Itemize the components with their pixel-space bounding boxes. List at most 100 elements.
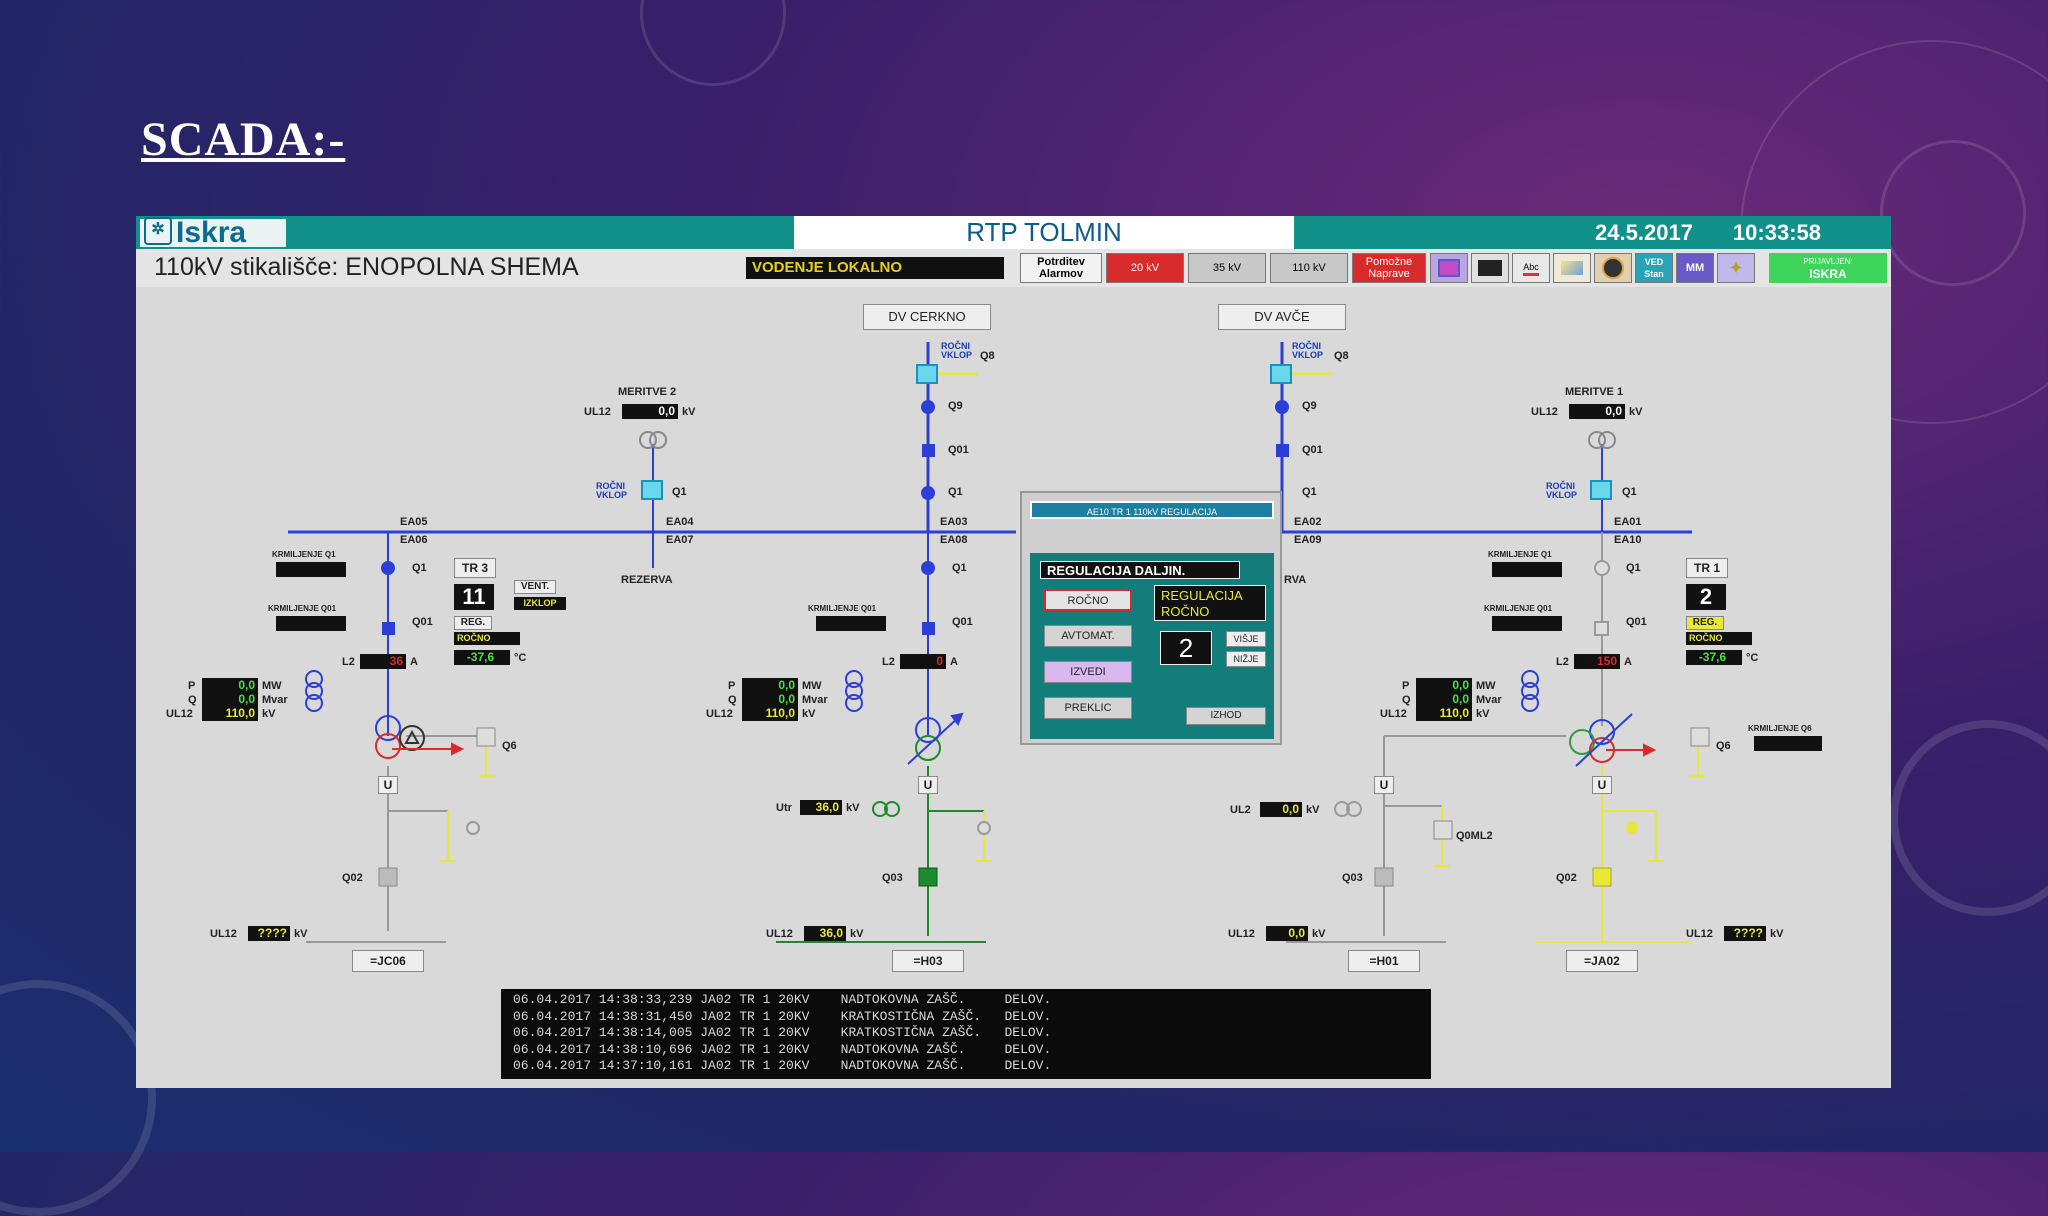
feeder-avce-button[interactable]: DV AVČE	[1218, 304, 1346, 330]
tr1-temperature-value: -37,6	[1686, 650, 1742, 665]
kv35-button[interactable]: 35 kV	[1188, 253, 1266, 283]
l2-label: L2	[882, 656, 895, 668]
ack-alarms-button[interactable]: Potrditev Alarmov	[1020, 253, 1102, 283]
mm-icon[interactable]: MM	[1676, 253, 1714, 283]
izhod-button[interactable]: IZHOD	[1186, 707, 1266, 725]
bay-h03-button[interactable]: =H03	[892, 950, 964, 972]
regulation-panel: REGULACIJA DALJIN. ROČNO AVTOMAT. IZVEDI…	[1030, 553, 1274, 739]
q1-label: Q1	[1302, 486, 1317, 498]
u-button[interactable]: U	[1592, 776, 1612, 794]
tr3-button[interactable]: TR 3	[454, 558, 496, 578]
aux-devices-button[interactable]: Pomožne Naprave	[1352, 253, 1426, 283]
rocno-vklop-label: ROČNI VKLOP	[596, 481, 628, 500]
a-unit: A	[950, 656, 958, 668]
login-label: PRIJAVLJEN:	[1803, 257, 1853, 266]
feeder-cerkno-button[interactable]: DV CERKNO	[863, 304, 991, 330]
bay-jc06-button[interactable]: =JC06	[352, 950, 424, 972]
logo-text: Iskra	[176, 216, 247, 249]
tr3-vent-button[interactable]: VENT.	[514, 580, 556, 594]
ul12-label: UL12	[1531, 406, 1558, 418]
kv110-button[interactable]: 110 kV	[1270, 253, 1348, 283]
network-icon[interactable]	[1430, 253, 1468, 283]
regulation-status: REGULACIJA ROČNO	[1154, 585, 1266, 621]
kv-unit: kV	[850, 928, 864, 940]
abc-label: Abc	[1523, 261, 1539, 276]
meritve2-label: MERITVE 2	[618, 386, 677, 398]
krmiljenje-q01-display[interactable]	[276, 616, 346, 631]
visje-button[interactable]: VIŠJE	[1226, 631, 1266, 647]
tr1-l2-current-value: 150	[1574, 654, 1620, 669]
screen-title: 110kV stikališče: ENOPOLNA SHEMA	[154, 253, 579, 281]
izvedi-button[interactable]: IZVEDI	[1044, 661, 1132, 683]
tr3-ul12-value: 110,0	[202, 706, 258, 721]
ved-icon[interactable]: VED Stan	[1635, 253, 1673, 283]
chart-icon[interactable]	[1553, 253, 1591, 283]
event-log-row: 06.04.2017 14:38:10,696 JA02 TR 1 20KV N…	[513, 1041, 1052, 1057]
mvar-unit: Mvar	[1476, 694, 1502, 706]
alarm-list-icon[interactable]: Abc	[1512, 253, 1550, 283]
kv-unit: kV	[294, 928, 308, 940]
kv-unit: kV	[1629, 406, 1643, 418]
nizje-button[interactable]: NIŽJE	[1226, 651, 1266, 667]
kv-unit: kV	[1476, 708, 1490, 720]
mw-unit: MW	[1476, 680, 1496, 692]
ea07-label: EA07	[666, 534, 694, 546]
krmiljenje-q1-display[interactable]	[1492, 562, 1562, 577]
iskra-logo-icon: ✲	[144, 217, 172, 246]
kv-unit: kV	[682, 406, 696, 418]
q01-label: Q01	[412, 616, 433, 628]
q1-label: Q1	[952, 562, 967, 574]
tr3-q-value: 0,0	[202, 692, 258, 707]
krmiljenje-q01-display[interactable]	[1492, 616, 1562, 631]
q1-label: Q1	[672, 486, 687, 498]
background-decoration-circle	[0, 980, 156, 1216]
q-label: Q	[728, 694, 737, 706]
u-button[interactable]: U	[1374, 776, 1394, 794]
tr2-out-ul12-value: 36,0	[804, 926, 846, 941]
tr1-p-value: 0,0	[1416, 678, 1472, 693]
regulation-tap-position: 2	[1160, 631, 1212, 665]
ul12-label: UL12	[766, 928, 793, 940]
mm-label: MM	[1685, 262, 1705, 274]
krmiljenje-q01-label: KRMILJENJE Q01	[808, 604, 877, 613]
q1-label: Q1	[1626, 562, 1641, 574]
bay-h01-button[interactable]: =H01	[1348, 950, 1420, 972]
mvar-unit: Mvar	[262, 694, 288, 706]
kv20-button[interactable]: 20 kV	[1106, 253, 1184, 283]
ea05-label: EA05	[400, 516, 428, 528]
tr1-button[interactable]: TR 1	[1686, 558, 1728, 578]
person-icon[interactable]	[1594, 253, 1632, 283]
avtomat-button[interactable]: AVTOMAT.	[1044, 625, 1132, 647]
l2-label: L2	[342, 656, 355, 668]
preklic-button[interactable]: PREKLIC	[1044, 697, 1132, 719]
event-log-row: 06.04.2017 14:37:10,161 JA02 TR 1 20KV N…	[513, 1058, 1052, 1073]
kv-unit: kV	[846, 802, 860, 814]
krmiljenje-q6-display[interactable]	[1754, 736, 1822, 751]
q9-label: Q9	[948, 400, 963, 412]
krmiljenje-q1-label: KRMILJENJE Q1	[272, 550, 336, 559]
ul12-label: UL12	[706, 708, 733, 720]
tr1-ul12-value: 110,0	[1416, 706, 1472, 721]
krmiljenje-q01-display[interactable]	[816, 616, 886, 631]
circuit-breaker-icons	[378, 444, 1710, 887]
kv-unit: kV	[262, 708, 276, 720]
bay-ja02-button[interactable]: =JA02	[1566, 950, 1638, 972]
help-icon[interactable]: ✦	[1717, 253, 1755, 283]
krmiljenje-q1-display[interactable]	[276, 562, 346, 577]
tr1-reg-button[interactable]: REG.	[1686, 616, 1724, 630]
tr3-reg-button[interactable]: REG.	[454, 616, 492, 630]
u-button[interactable]: U	[918, 776, 938, 794]
jc06-ul12-value: ????	[248, 926, 290, 941]
q9-label: Q9	[1302, 400, 1317, 412]
kv-unit: kV	[802, 708, 816, 720]
monitor-icon[interactable]	[1471, 253, 1509, 283]
degc-unit: °C	[1746, 652, 1759, 664]
rocno-button[interactable]: ROČNO	[1044, 589, 1132, 611]
u-button[interactable]: U	[378, 776, 398, 794]
ul12-label: UL12	[210, 928, 237, 940]
ea08-label: EA08	[940, 534, 968, 546]
meritve1-label: MERITVE 1	[1565, 386, 1624, 398]
rocno-vklop-label: ROČNI VKLOP	[941, 341, 973, 360]
tr2-l2-current-value: 0	[900, 654, 946, 669]
